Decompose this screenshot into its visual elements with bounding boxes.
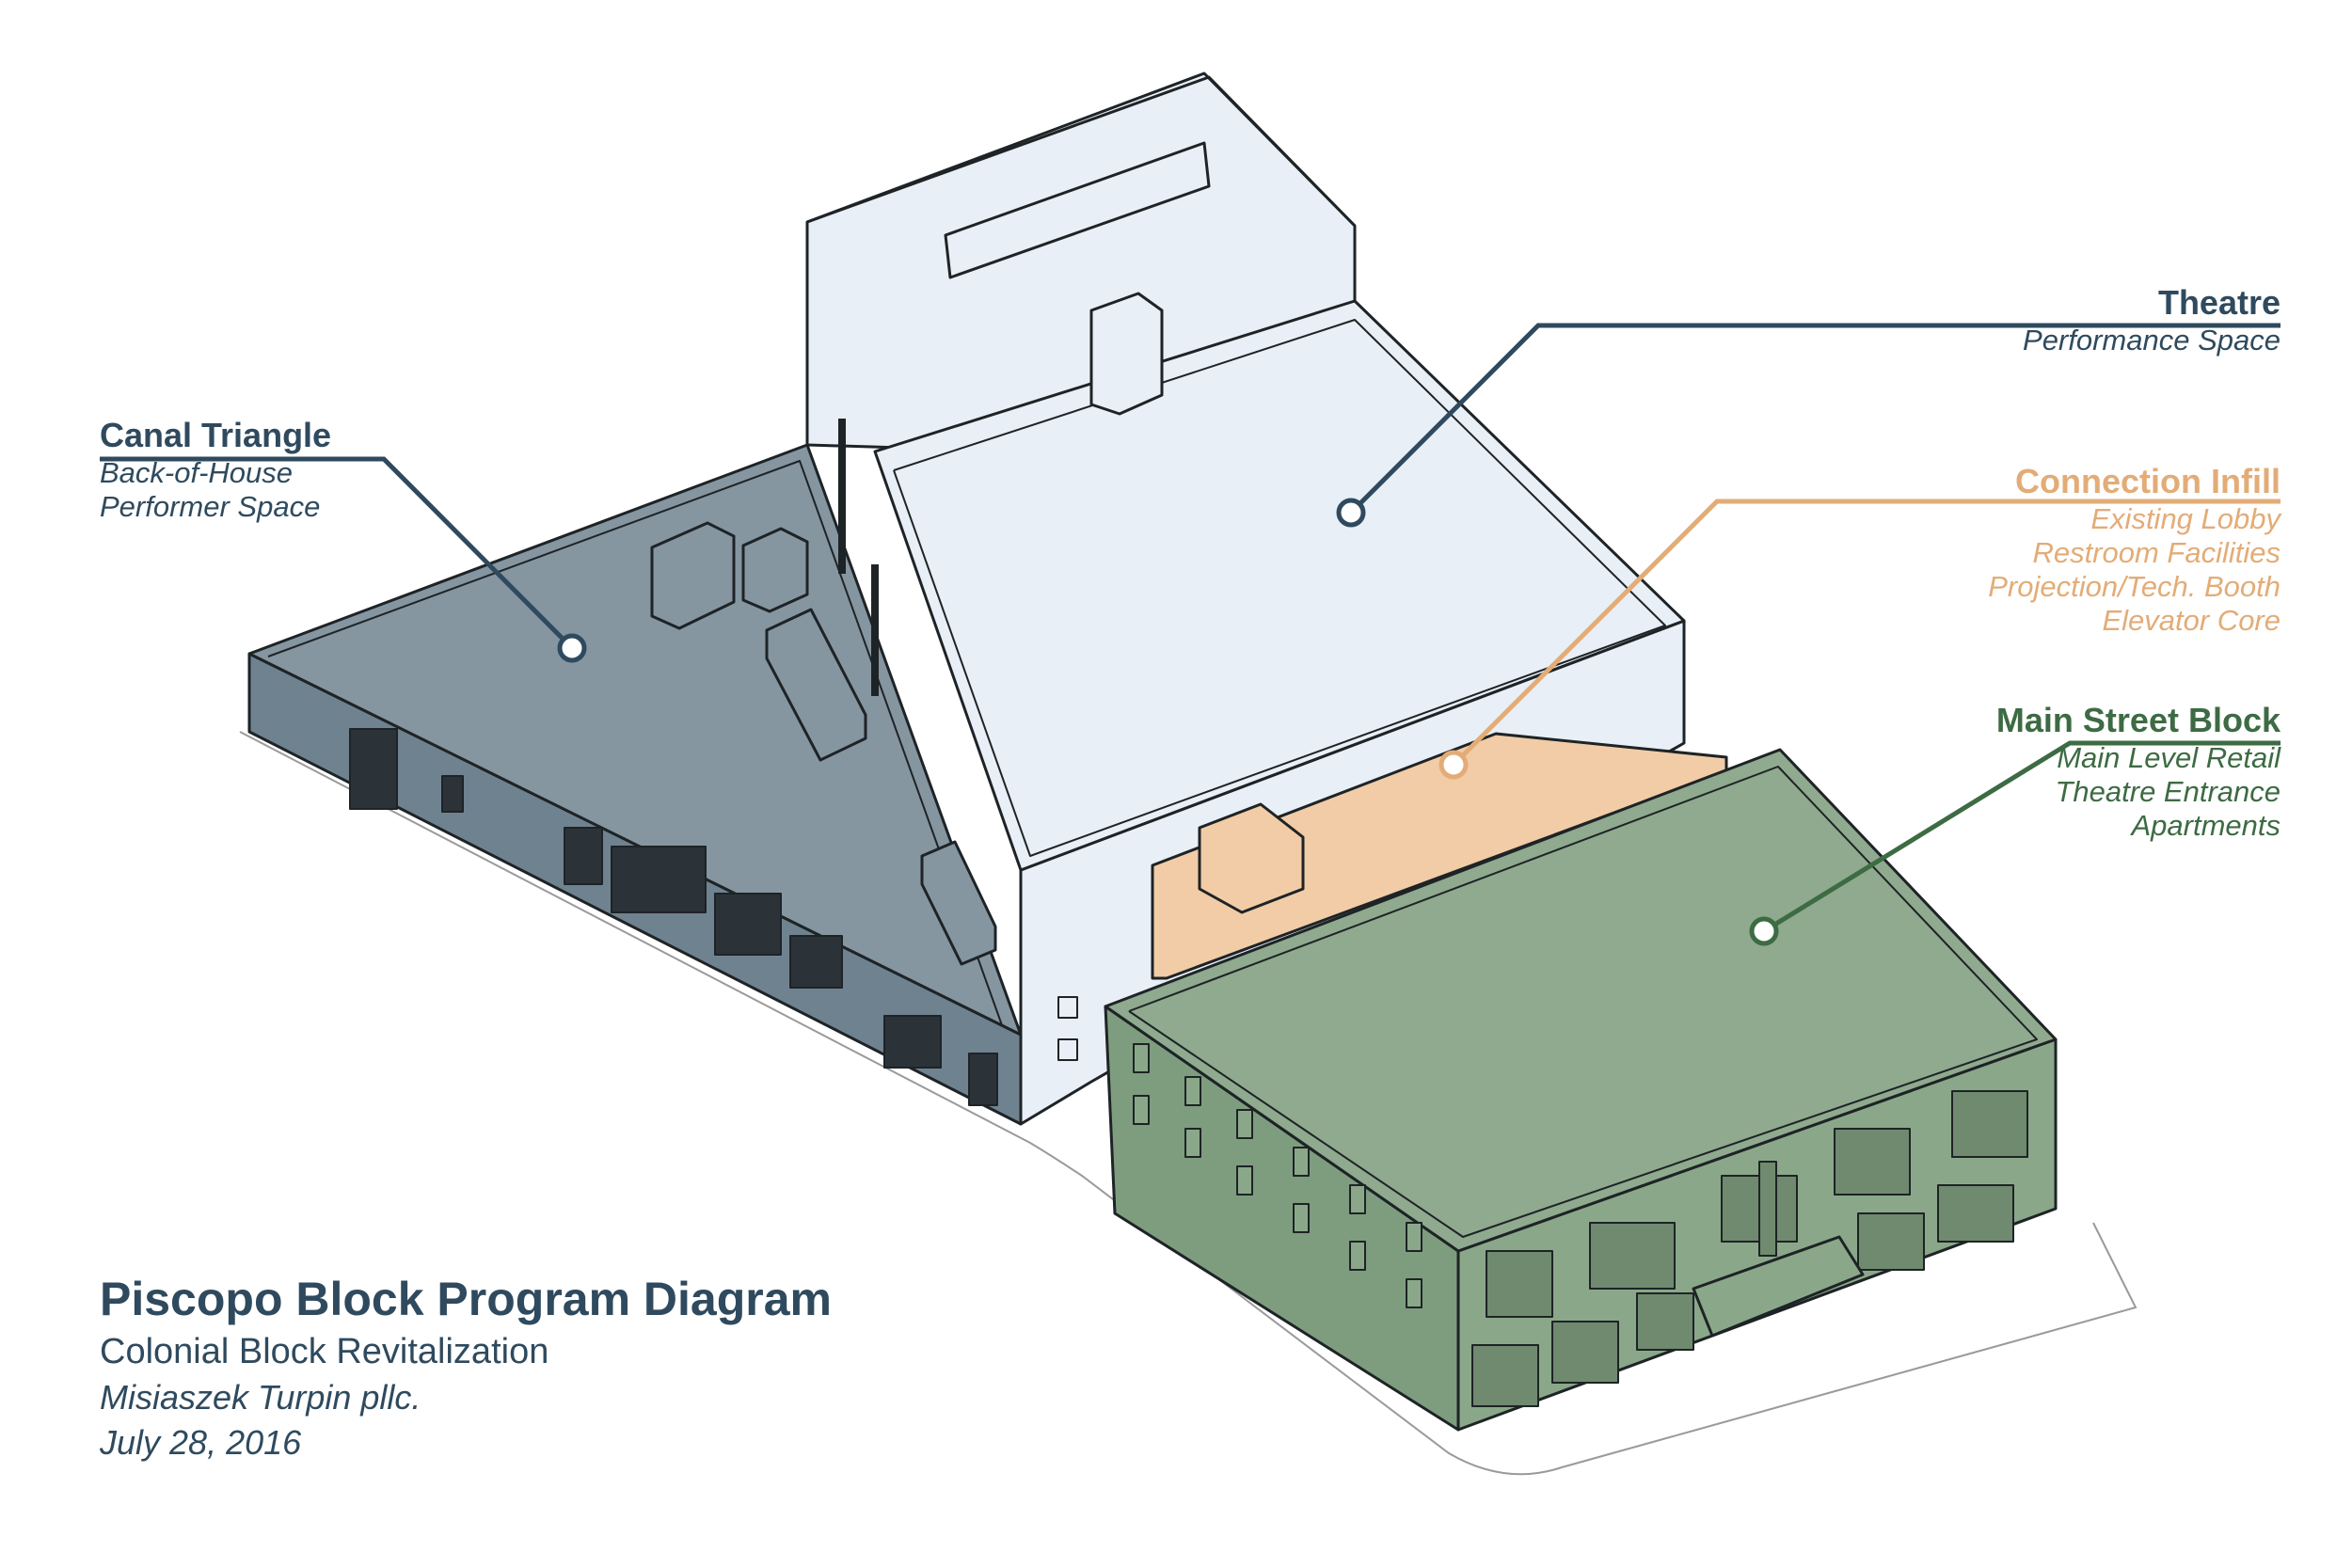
canal-triangle-line-2: Performer Space	[100, 490, 321, 523]
main-storefronts	[1471, 1090, 2028, 1407]
diagram-firm: Misiaszek Turpin pllc.	[100, 1378, 421, 1417]
canal-openings	[349, 728, 998, 1106]
main-side-windows	[1133, 1043, 1422, 1308]
main-street-block-label: Main Street Block Main Level Retail Thea…	[1996, 700, 2280, 843]
main-roof	[1104, 748, 2058, 1253]
theatre-label: Theatre Performance Space	[2023, 282, 2280, 357]
main-street-block-line-1: Main Level Retail	[2057, 741, 2280, 774]
infill-marker	[1438, 750, 1469, 780]
canal-triangle-label: Canal Triangle Back-of-House Performer S…	[100, 415, 331, 524]
canal-leader-line	[100, 456, 574, 650]
infill-leader-line	[1452, 499, 2280, 767]
theatre-roof	[873, 299, 1686, 872]
theatre-name: Theatre	[2157, 283, 2280, 322]
connection-infill-name: Connection Infill	[2015, 462, 2280, 500]
sidewalk-outline	[239, 731, 2137, 1476]
canal-triangle-building	[247, 443, 1023, 1126]
connection-infill-line-3: Projection/Tech. Booth	[1988, 570, 2280, 603]
connection-infill-line-4: Elevator Core	[2102, 604, 2280, 637]
main-street-leader-line	[1762, 740, 2280, 934]
diagram-subtitle: Colonial Block Revitalization	[100, 1332, 549, 1371]
main-street-block-line-2: Theatre Entrance	[2055, 775, 2280, 808]
theatre-leader-line	[1349, 323, 2280, 515]
title-block: Piscopo Block Program Diagram Colonial B…	[100, 1270, 832, 1465]
theatre-entrance-canopy	[1692, 1235, 1865, 1338]
leader-lines	[100, 323, 2280, 946]
canal-marker	[557, 633, 587, 663]
connection-infill-line-1: Existing Lobby	[2090, 502, 2280, 535]
canal-triangle-name: Canal Triangle	[100, 416, 332, 454]
canal-triangle-line-1: Back-of-House	[100, 456, 294, 489]
connection-infill-label: Connection Infill Existing Lobby Restroo…	[1988, 461, 2280, 638]
connection-infill-line-2: Restroom Facilities	[2032, 536, 2280, 569]
connection-infill	[1151, 732, 1728, 980]
main-street-block-name: Main Street Block	[1995, 701, 2280, 739]
main-street-block-line-3: Apartments	[2131, 809, 2280, 842]
theatre-marker	[1336, 498, 1366, 528]
main-street-block	[1104, 748, 2058, 1432]
theatre-line-1: Performance Space	[2023, 324, 2280, 356]
diagram-date: July 28, 2016	[100, 1423, 302, 1462]
diagram-title: Piscopo Block Program Diagram	[100, 1273, 833, 1325]
main-street-marker	[1749, 916, 1779, 946]
